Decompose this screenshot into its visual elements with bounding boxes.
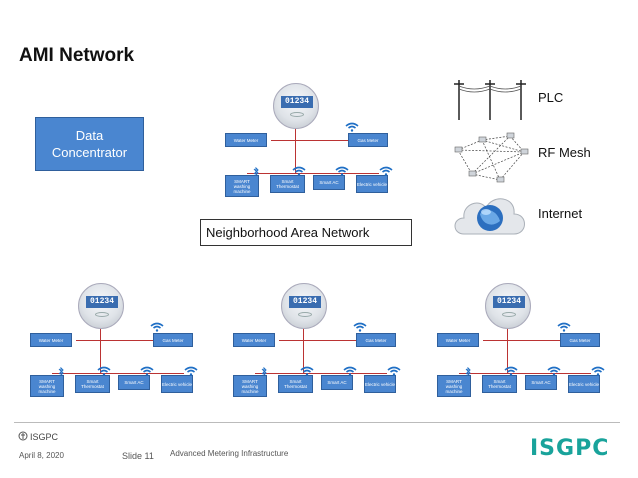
footer-divider <box>14 422 620 423</box>
footer-slide-number: Slide 11 <box>122 451 154 461</box>
washing-machine-box: SMART washing machine <box>30 375 64 397</box>
meter-ring <box>95 312 109 317</box>
washing-machine-box: SMART washing machine <box>233 375 267 397</box>
gas-meter-box: Gas Meter <box>560 333 600 347</box>
gas-meter-box: Gas Meter <box>348 133 388 147</box>
connector-line <box>279 340 389 341</box>
electric-vehicle-box: Electric vehicle <box>568 375 600 393</box>
footer-org: ISGPC <box>30 432 59 442</box>
wifi-icon <box>300 363 314 381</box>
gas-meter-box: Gas Meter <box>356 333 396 347</box>
connector-line <box>483 340 593 341</box>
meter-display: 01234 <box>281 96 313 108</box>
smart-meter: 01234 <box>485 283 531 329</box>
connector-line <box>271 140 381 141</box>
thermostat-box: Smart Thermostat <box>482 375 517 393</box>
smart-meter: 01234 <box>281 283 327 329</box>
connector-line <box>303 340 304 373</box>
connector-line <box>507 319 508 340</box>
connector-line <box>100 319 101 340</box>
connector-line <box>100 340 101 373</box>
bluetooth-icon <box>465 363 471 381</box>
washing-machine-box: SMART washing machine <box>437 375 471 397</box>
legend-rf-mesh: RF Mesh <box>538 145 591 160</box>
water-meter-box: Water Meter <box>233 333 275 347</box>
water-meter-box: Water Meter <box>225 133 267 147</box>
meter-ring <box>502 312 516 317</box>
concentrator-line1: Data <box>75 128 104 143</box>
wifi-icon <box>345 119 359 137</box>
internet-cloud-icon <box>454 198 525 235</box>
smart-ac-box: Smart AC <box>525 375 557 390</box>
rf-mesh-icon <box>454 132 529 183</box>
isgpc-small-logo-icon <box>18 431 28 441</box>
thermostat-box: Smart Thermostat <box>75 375 110 393</box>
electric-vehicle-box: Electric vehicle <box>364 375 396 393</box>
nan-label: Neighborhood Area Network <box>200 219 412 246</box>
wifi-icon <box>150 319 164 337</box>
gas-meter-box: Gas Meter <box>153 333 193 347</box>
wifi-icon <box>184 363 198 381</box>
smart-ac-box: Smart AC <box>118 375 150 390</box>
washing-machine-box: SMART washing machine <box>225 175 259 197</box>
slide-title: AMI Network <box>19 45 135 66</box>
wifi-icon <box>343 363 357 381</box>
water-meter-box: Water Meter <box>30 333 72 347</box>
wifi-icon <box>379 163 393 181</box>
bluetooth-icon <box>253 163 259 181</box>
wifi-icon <box>140 363 154 381</box>
thermostat-box: Smart Thermostat <box>270 175 305 193</box>
connector-line <box>247 173 379 174</box>
bluetooth-icon <box>261 363 267 381</box>
meter-ring <box>290 112 304 117</box>
wifi-icon <box>292 163 306 181</box>
thermostat-box: Smart Thermostat <box>278 375 313 393</box>
bluetooth-icon <box>58 363 64 381</box>
isgpc-logo-text: ISGPC <box>530 436 610 461</box>
meter-display: 01234 <box>289 296 321 308</box>
connector-line <box>255 373 387 374</box>
footer-subject: Advanced Metering Infrastructure <box>170 449 289 458</box>
legend-plc: PLC <box>538 90 564 105</box>
connector-line <box>52 373 184 374</box>
wifi-icon <box>557 319 571 337</box>
legend-internet: Internet <box>538 206 583 221</box>
smart-ac-box: Smart AC <box>313 175 345 190</box>
smart-meter: 01234 <box>78 283 124 329</box>
wifi-icon <box>353 319 367 337</box>
meter-display: 01234 <box>86 296 118 308</box>
water-meter-box: Water Meter <box>437 333 479 347</box>
concentrator-line2: Concentrator <box>51 145 128 160</box>
wifi-icon <box>547 363 561 381</box>
connector-line <box>76 340 186 341</box>
data-concentrator: Data Concentrator <box>35 117 144 171</box>
smart-ac-box: Smart AC <box>321 375 353 390</box>
connector-line <box>303 319 304 340</box>
electric-vehicle-box: Electric vehicle <box>356 175 388 193</box>
wifi-icon <box>335 163 349 181</box>
wifi-icon <box>504 363 518 381</box>
wifi-icon <box>387 363 401 381</box>
connector-line <box>295 140 296 173</box>
smart-meter: 01234 <box>273 83 319 129</box>
electric-vehicle-box: Electric vehicle <box>161 375 193 393</box>
isgpc-logo: ISGPC <box>530 436 626 462</box>
wifi-icon <box>97 363 111 381</box>
footer-date: April 8, 2020 <box>19 451 64 460</box>
connector-line <box>459 373 591 374</box>
power-line-icon <box>454 80 526 120</box>
wifi-icon <box>591 363 605 381</box>
connector-line <box>507 340 508 373</box>
connector-line <box>295 119 296 140</box>
meter-ring <box>298 312 312 317</box>
meter-display: 01234 <box>493 296 525 308</box>
